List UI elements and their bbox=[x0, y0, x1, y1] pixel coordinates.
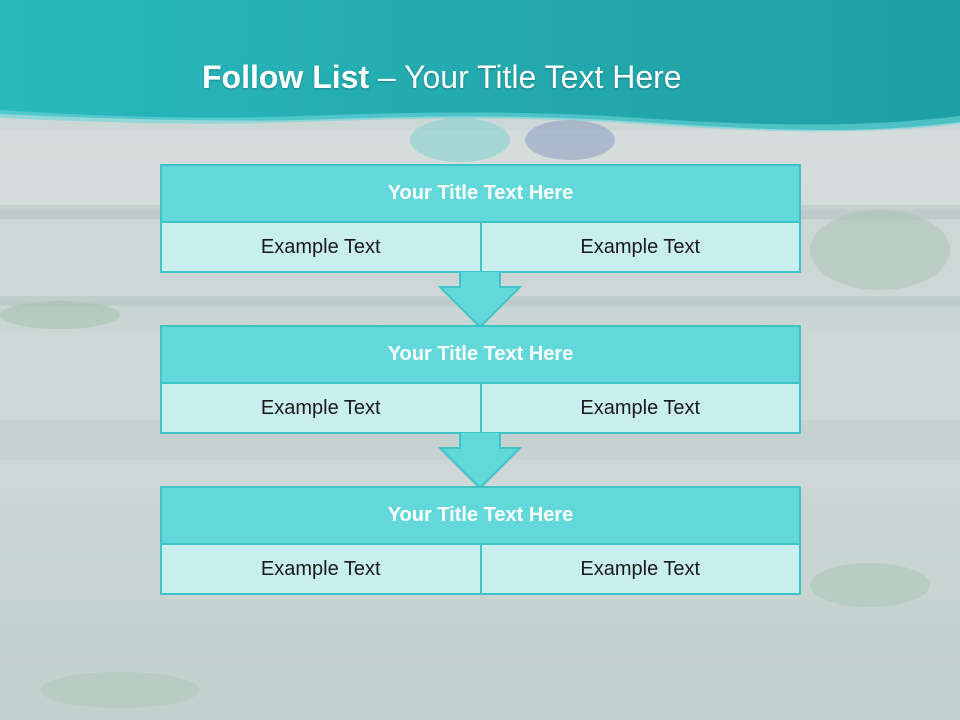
step-title: Your Title Text Here bbox=[162, 488, 799, 545]
step-box-3: Your Title Text Here Example Text Exampl… bbox=[160, 486, 801, 595]
step-box-1: Your Title Text Here Example Text Exampl… bbox=[160, 164, 801, 273]
slide-title-rest: – Your Title Text Here bbox=[369, 59, 682, 95]
step-box-2: Your Title Text Here Example Text Exampl… bbox=[160, 325, 801, 434]
down-arrow-icon bbox=[438, 432, 522, 490]
step-cell-left: Example Text bbox=[162, 223, 480, 271]
slide-title: Follow List – Your Title Text Here bbox=[202, 52, 682, 102]
step-row: Example Text Example Text bbox=[162, 545, 799, 593]
step-row: Example Text Example Text bbox=[162, 384, 799, 432]
step-title: Your Title Text Here bbox=[162, 166, 799, 223]
step-cell-right: Example Text bbox=[479, 545, 799, 593]
slide-title-bold: Follow List bbox=[202, 59, 370, 95]
step-cell-left: Example Text bbox=[162, 545, 480, 593]
step-row: Example Text Example Text bbox=[162, 223, 799, 271]
step-cell-right: Example Text bbox=[479, 223, 799, 271]
step-title: Your Title Text Here bbox=[162, 327, 799, 384]
down-arrow-icon bbox=[438, 271, 522, 329]
step-cell-right: Example Text bbox=[479, 384, 799, 432]
step-cell-left: Example Text bbox=[162, 384, 480, 432]
